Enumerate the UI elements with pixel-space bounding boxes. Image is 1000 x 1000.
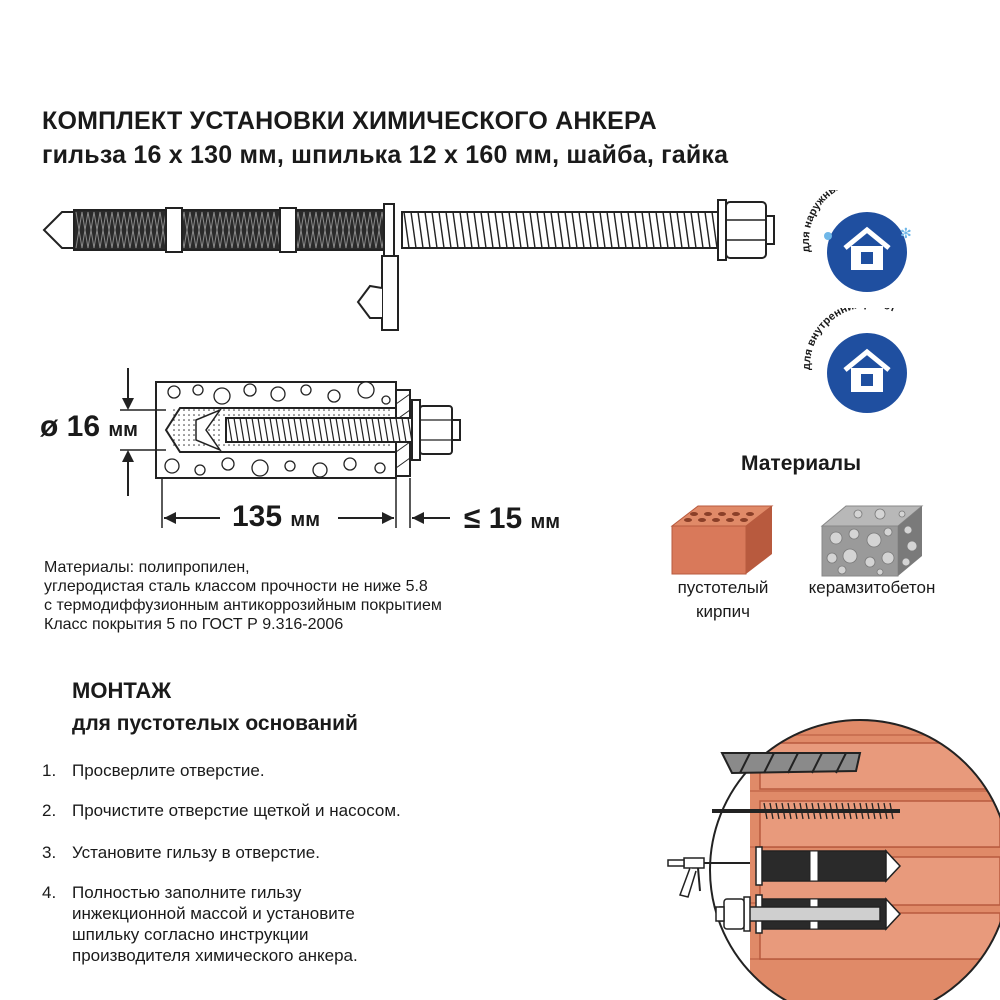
brick-caption-line-2: кирпич: [696, 602, 750, 621]
snowflake-icon: ✻: [900, 225, 912, 241]
max-thickness-unit: мм: [530, 511, 561, 533]
step-4-text-line-2: инжекционной массой и установите: [72, 904, 355, 923]
mounting-subtitle: для пустотелых оснований: [72, 712, 358, 735]
brick-icon: [670, 505, 774, 575]
step-1-text: Просверлите отверстие.: [72, 761, 265, 780]
step-1-number: 1.: [42, 761, 57, 780]
step-4-text-line-1: Полностью заполните гильзу: [72, 883, 302, 902]
washer-icon: [717, 199, 727, 261]
materials-line-3: с термодиффузионным антикоррозийным покр…: [44, 597, 442, 614]
materials-line-1: Материалы: полипропилен,: [44, 559, 250, 576]
outdoor-badge: для наружных работ ✻: [800, 190, 912, 292]
materials-line-4: Класс покрытия 5 по ГОСТ Р 9.316-2006: [44, 616, 344, 633]
house-icon: [843, 226, 891, 270]
anchor-sleeve-icon: [42, 203, 399, 331]
max-thickness-dimension: ≤ 15 мм: [464, 502, 560, 536]
step-3-text: Установите гильзу в отверстие.: [72, 843, 320, 862]
brick-caption: пустотелый кирпич: [660, 576, 786, 624]
installation-illustration: [667, 719, 1000, 1000]
brick-caption-line-1: пустотелый: [677, 578, 769, 597]
anchor-kit-drawing: [42, 199, 775, 331]
step-3-number: 3.: [42, 843, 57, 862]
concrete-caption: керамзитобетон: [808, 578, 936, 597]
cross-section-diagram: [120, 368, 461, 528]
drill-icon: [720, 752, 862, 775]
rain-drop-icon: [824, 232, 832, 240]
diameter-value: ø 16: [40, 410, 101, 443]
nut-icon: [725, 201, 775, 259]
step-4-number: 4.: [42, 883, 57, 902]
step-2-number: 2.: [42, 801, 57, 820]
page-title: КОМПЛЕКТ УСТАНОВКИ ХИМИЧЕСКОГО АНКЕРА ги…: [42, 104, 728, 172]
materials-description: Материалы: полипропилен, углеродистая ст…: [44, 558, 442, 634]
brush-icon: [712, 802, 900, 820]
mounting-title: МОНТАЖ: [72, 678, 172, 703]
concrete-block-icon: [820, 505, 924, 577]
length-unit: мм: [290, 509, 320, 531]
length-dimension: 135 мм: [232, 500, 320, 534]
injection-gun-icon: [667, 857, 750, 898]
materials-panel-title: Материалы: [741, 452, 862, 475]
materials-line-2: углеродистая сталь классом прочности не …: [44, 578, 428, 595]
indoor-badge: для внутренних работ: [801, 308, 907, 413]
diameter-unit: мм: [108, 419, 138, 441]
title-line-2: гильза 16 х 130 мм, шпилька 12 х 160 мм,…: [42, 141, 729, 169]
step-4-text-line-4: производителя химического анкера.: [72, 946, 358, 965]
title-line-1: КОМПЛЕКТ УСТАНОВКИ ХИМИЧЕСКОГО АНКЕРА: [42, 107, 657, 135]
step-2-text: Прочистите отверстие щеткой и насосом.: [72, 801, 401, 820]
max-thickness-value: ≤ 15: [464, 502, 523, 535]
step-4-text-line-3: шпильку согласно инструкции: [72, 925, 309, 944]
length-value: 135: [232, 500, 283, 533]
house-icon: [843, 348, 891, 392]
threaded-rod-icon: [401, 211, 725, 249]
diameter-dimension: ø 16 мм: [40, 410, 138, 444]
